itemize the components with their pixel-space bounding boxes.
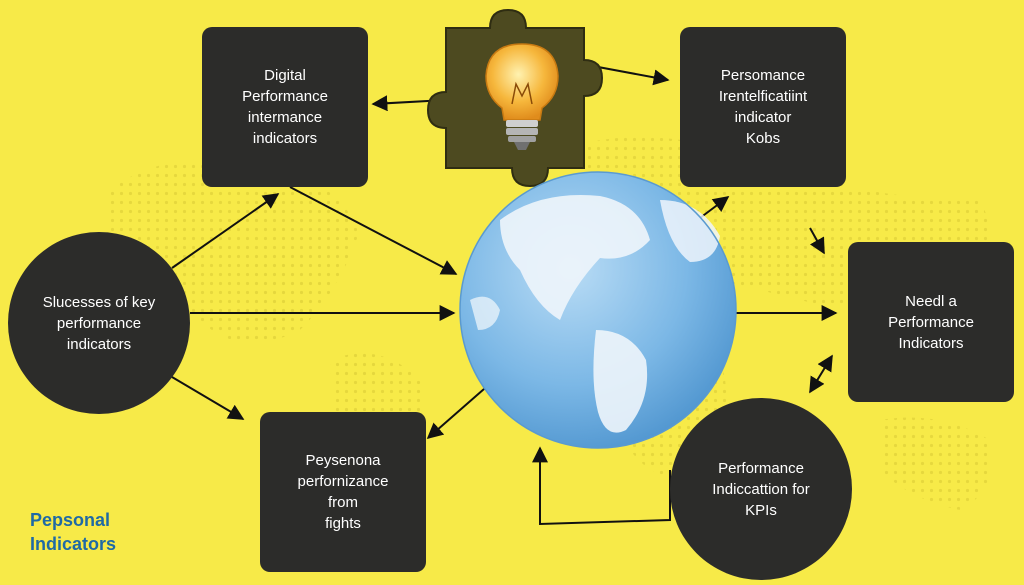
node-text-line: fights	[325, 515, 361, 532]
arrow-circle-to-digital	[171, 193, 280, 269]
node-successes-key-performance: Slucesses of key performance indicators	[8, 232, 190, 414]
node-text-line: perfornizance	[297, 473, 389, 490]
node-text-line: Digital	[264, 67, 306, 84]
node-persomance-indicator: Persomance Irentelficatiint indicator Ko…	[680, 27, 846, 187]
arrow-digital-to-globe	[289, 186, 458, 275]
arrow-globe-to-peysenona	[426, 381, 493, 440]
node-text-line: Performance	[242, 88, 328, 105]
node-text-line: Irentelficatiint	[718, 88, 808, 105]
node-needl-performance-indicators: Needl a Performance Indicators	[848, 242, 1014, 402]
node-peysenona-performance: Peysenona perfornizance from fights	[260, 412, 426, 572]
node-text-line: Kobs	[745, 130, 781, 147]
arrow-circle-to-peysenona	[171, 376, 245, 420]
arrow-globe-to-persomance	[699, 196, 730, 219]
node-text-line: indicator	[734, 109, 792, 126]
arrow-needl-indiccation	[809, 354, 833, 394]
node-text-line: Peysenona	[305, 452, 381, 469]
corner-title-line: Indicators	[30, 534, 117, 554]
node-text-line: Performance	[888, 313, 974, 331]
node-text-line: indicators	[66, 335, 132, 353]
node-text-line: intermance	[247, 109, 323, 126]
node-text-line: KPIs	[745, 501, 777, 519]
node-text-line: indicators	[252, 130, 318, 147]
connectors	[171, 63, 838, 526]
node-digital-performance: Digital Performance intermance indicator…	[202, 27, 368, 187]
node-text-line: Indiccattion for	[712, 480, 810, 498]
corner-title-line: Pepsonal	[30, 510, 111, 530]
node-text-line: Indicators	[898, 334, 964, 352]
lightbulb-icon	[485, 43, 559, 150]
node-text-line: Slucesses of key	[42, 293, 156, 311]
globe-icon	[459, 171, 737, 449]
arrow-small-top	[809, 227, 825, 255]
node-text-line: Persomance	[720, 67, 806, 84]
node-text-line: performance	[56, 314, 142, 332]
corner-title: Pepsonal Indicators	[30, 508, 116, 556]
node-text-line: from	[328, 494, 358, 511]
node-text-line: Needl a	[905, 292, 957, 310]
node-performance-indiccation-kpis: Performance Indiccattion for KPIs	[670, 398, 852, 580]
node-text-line: Performance	[718, 459, 804, 477]
